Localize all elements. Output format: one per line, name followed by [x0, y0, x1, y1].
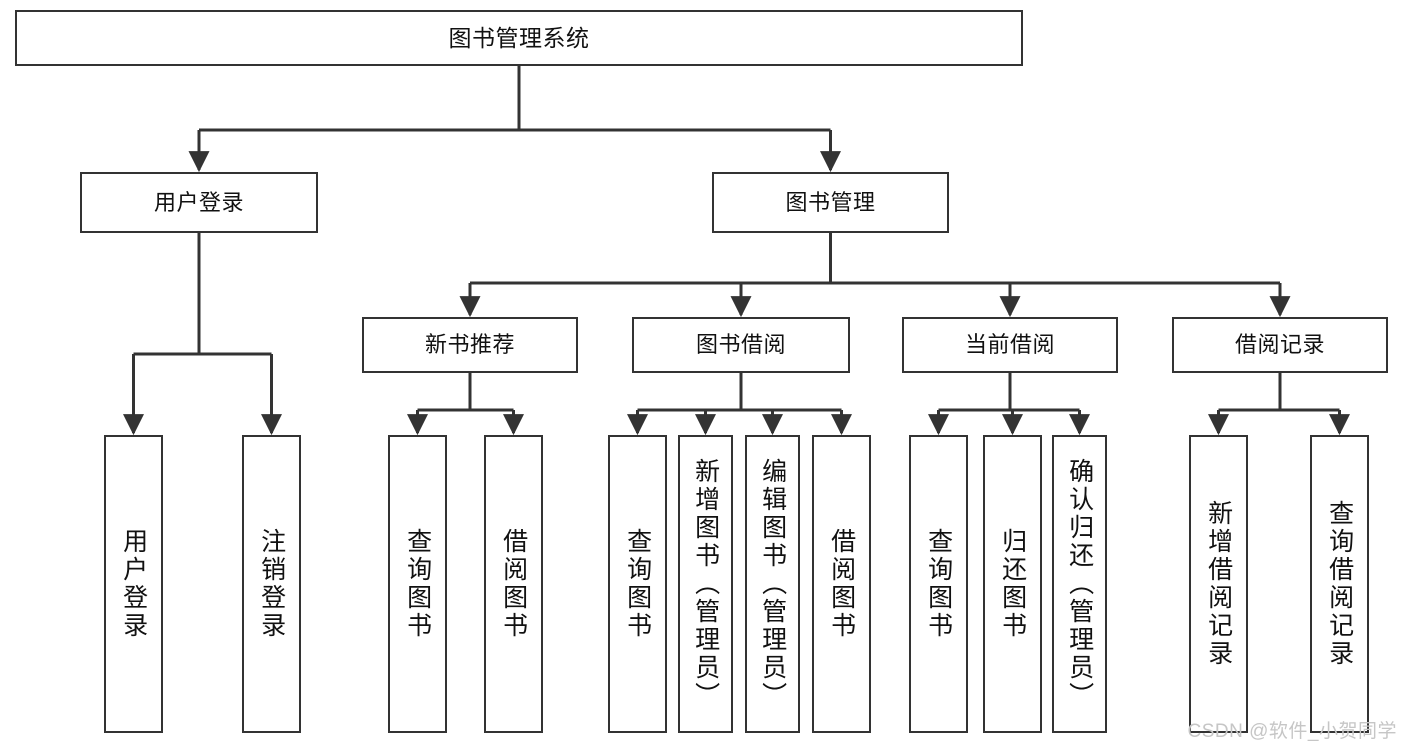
csdn-watermark: CSDN @软件_小贺同学 — [1187, 721, 1397, 742]
node-label: 用户登录 — [153, 189, 244, 215]
node-label: 查询图书 — [924, 528, 953, 640]
node-label: 图书管理系统 — [448, 24, 590, 51]
node-leaf-4[interactable]: 借阅图书 — [484, 435, 543, 733]
node-label: 编辑图书（管理员） — [758, 458, 787, 710]
node-label: 新增借阅记录 — [1204, 500, 1233, 668]
node-label: 新增图书（管理员） — [691, 458, 720, 710]
node-label: 借阅图书 — [499, 528, 528, 640]
node-label: 图书管理 — [785, 189, 876, 215]
node-label: 借阅图书 — [827, 528, 856, 640]
node-borrow[interactable]: 图书借阅 — [632, 317, 850, 373]
node-leaf-12[interactable]: 新增借阅记录 — [1189, 435, 1248, 733]
node-leaf-10[interactable]: 归还图书 — [983, 435, 1042, 733]
node-label: 图书借阅 — [695, 332, 786, 358]
node-leaf-9[interactable]: 查询图书 — [909, 435, 968, 733]
node-records[interactable]: 借阅记录 — [1172, 317, 1388, 373]
node-label: 查询借阅记录 — [1325, 500, 1354, 668]
node-label: 查询图书 — [403, 528, 432, 640]
node-leaf-11[interactable]: 确认归还（管理员） — [1052, 435, 1107, 733]
node-label: 新书推荐 — [424, 332, 515, 358]
node-label: 确认归还（管理员） — [1065, 458, 1094, 710]
node-leaf-2[interactable]: 注销登录 — [242, 435, 301, 733]
node-leaf-7[interactable]: 编辑图书（管理员） — [745, 435, 800, 733]
node-leaf-5[interactable]: 查询图书 — [608, 435, 667, 733]
node-current[interactable]: 当前借阅 — [902, 317, 1118, 373]
node-leaf-3[interactable]: 查询图书 — [388, 435, 447, 733]
node-leaf-13[interactable]: 查询借阅记录 — [1310, 435, 1369, 733]
node-label: 查询图书 — [623, 528, 652, 640]
node-label: 注销登录 — [257, 528, 286, 640]
node-leaf-6[interactable]: 新增图书（管理员） — [678, 435, 733, 733]
node-leaf-1[interactable]: 用户登录 — [104, 435, 163, 733]
node-bookmgmt[interactable]: 图书管理 — [712, 172, 949, 233]
node-leaf-8[interactable]: 借阅图书 — [812, 435, 871, 733]
node-login[interactable]: 用户登录 — [80, 172, 318, 233]
node-newbook[interactable]: 新书推荐 — [362, 317, 578, 373]
node-root[interactable]: 图书管理系统 — [15, 10, 1023, 66]
node-label: 当前借阅 — [964, 332, 1055, 358]
node-label: 借阅记录 — [1234, 332, 1325, 358]
node-label: 用户登录 — [119, 528, 148, 640]
node-label: 归还图书 — [998, 528, 1027, 640]
